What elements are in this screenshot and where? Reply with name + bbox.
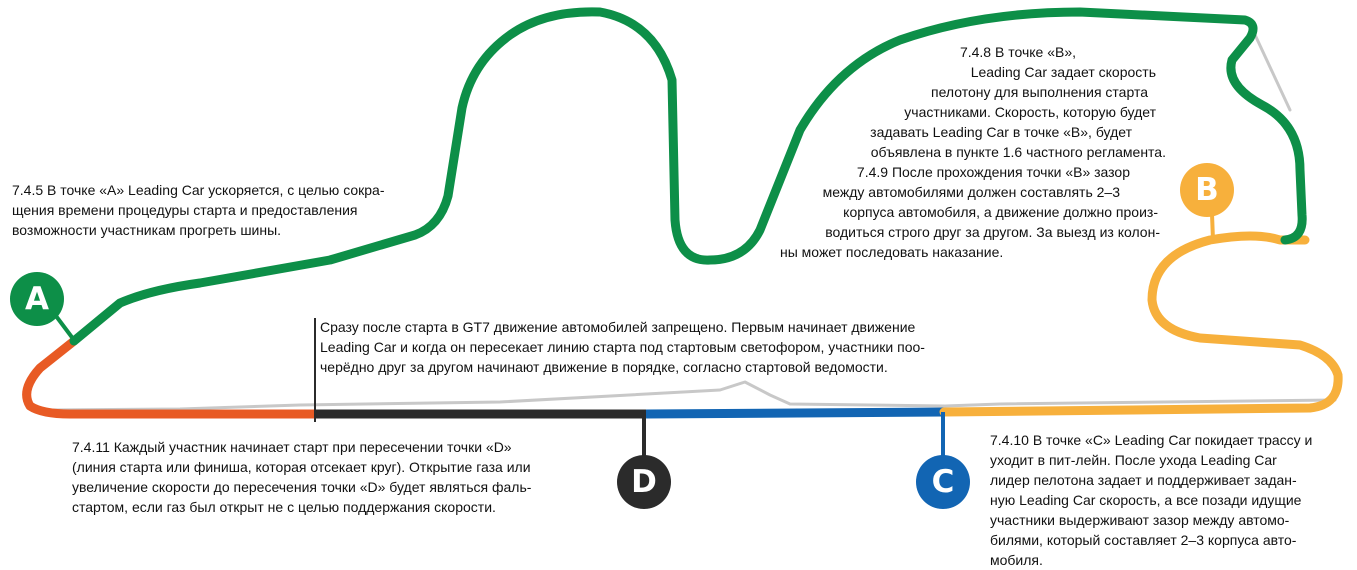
note-line: Leading Car и когда он пересекает линию … — [320, 339, 925, 355]
track-segment-yellow — [939, 231, 1343, 417]
note-start: Сразу после старта в GT7 движение автомо… — [320, 317, 925, 377]
track-segment-blue — [645, 407, 945, 419]
marker-b: B — [1180, 163, 1234, 217]
note-line: мобиля. — [990, 552, 1043, 568]
marker-d: D — [617, 455, 671, 509]
note-line: черёдно друг за другом начинают движение… — [320, 359, 888, 375]
pit-exit-line — [1248, 22, 1292, 112]
note-line: уходит в пит-лейн. После ухода Leading C… — [990, 452, 1277, 468]
note-point-b-gap: 7.4.9 После прохождения точки «B» зазор … — [780, 162, 1160, 262]
pit-lane — [46, 380, 1337, 412]
note-line: ную Leading Car скорость, а все позади и… — [990, 492, 1302, 508]
note-line: задавать Leading Car в точке «B», будет — [870, 124, 1132, 140]
note-line: билями, который составляет 2–3 корпуса а… — [990, 532, 1297, 548]
marker-a: A — [10, 272, 64, 326]
note-line: 7.4.9 После прохождения точки «B» зазор — [856, 164, 1130, 180]
note-line: участники выдерживают зазор между автомо… — [990, 512, 1290, 528]
note-line: лидер пелотона задает и поддерживает зад… — [990, 472, 1297, 488]
start-divider-line — [314, 318, 316, 422]
note-line: возможности участникам прогреть шины. — [12, 222, 282, 238]
note-line: стартом, если газ был открыт не с целью … — [72, 499, 496, 515]
note-point-d: 7.4.11 Каждый участник начинает старт пр… — [72, 437, 531, 517]
note-line: (линия старта или финиша, которая отсека… — [72, 459, 531, 475]
note-line: объявлена в пункте 1.6 частного регламен… — [870, 144, 1166, 160]
note-line: Сразу после старта в GT7 движение автомо… — [320, 319, 916, 335]
track-segment-green — [69, 7, 1307, 346]
note-line: Leading Car задает скорость — [970, 64, 1156, 80]
connector-b — [1210, 213, 1215, 241]
note-line: между автомобилями должен составлять 2–3 — [822, 184, 1120, 200]
marker-c: C — [916, 455, 970, 509]
note-line: 7.4.11 Каждый участник начинает старт пр… — [72, 439, 512, 455]
note-line: корпуса автомобиля, а движение должно пр… — [843, 204, 1158, 220]
note-line: увеличение скорости до пересечения точки… — [72, 479, 532, 495]
note-line: щения времени процедуры старта и предост… — [12, 202, 358, 218]
note-point-a: 7.4.5 В точке «A» Leading Car ускоряется… — [12, 180, 385, 240]
note-line: пелотону для выполнения старта — [930, 84, 1148, 100]
note-line: участниками. Скорость, которую будет — [904, 104, 1156, 120]
note-point-c: 7.4.10 В точке «C» Leading Car покидает … — [990, 430, 1312, 570]
note-line: 7.4.5 В точке «A» Leading Car ускоряется… — [12, 182, 385, 198]
note-point-b: 7.4.8 В точке «B», Leading Car задает ск… — [800, 42, 1166, 162]
note-line: водиться строго друг за другом. За выезд… — [825, 224, 1160, 240]
note-line: ны может последовать наказание. — [780, 244, 1004, 260]
note-line: 7.4.8 В точке «B», — [959, 44, 1076, 60]
track-segment-orange — [22, 336, 319, 419]
note-line: 7.4.10 В точке «C» Leading Car покидает … — [990, 432, 1313, 448]
